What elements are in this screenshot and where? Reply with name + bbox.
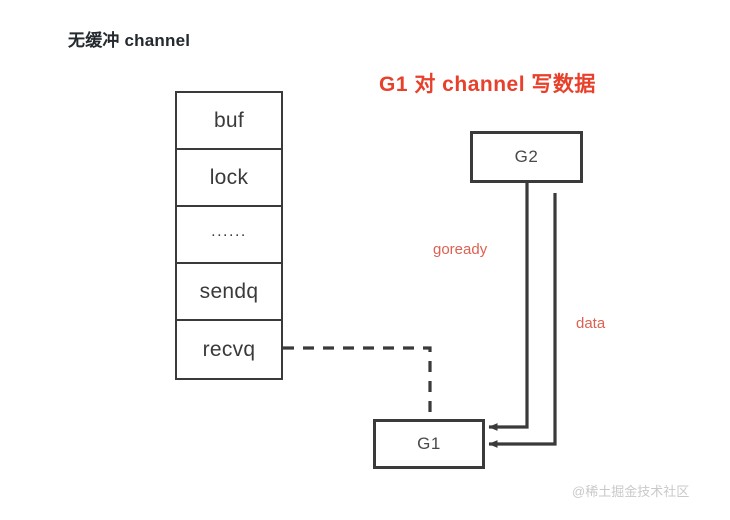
- channel-field-buf: buf: [177, 93, 281, 150]
- section-heading: G1 对 channel 写数据: [379, 73, 596, 96]
- page-title: 无缓冲 channel: [68, 31, 191, 50]
- channel-field-ellipsis-label: ......: [211, 222, 247, 240]
- edge-data: [488, 193, 557, 448]
- channel-field-recvq: recvq: [177, 321, 281, 378]
- channel-field-lock-label: lock: [209, 165, 249, 189]
- channel-struct-box: buf lock ...... sendq recvq: [175, 91, 283, 380]
- channel-field-recvq-label: recvq: [202, 337, 256, 361]
- edge-goready: [488, 183, 529, 431]
- channel-field-sendq: sendq: [177, 264, 281, 321]
- watermark: @稀土掘金技术社区: [572, 484, 690, 499]
- channel-field-buf-label: buf: [213, 108, 245, 132]
- channel-field-lock: lock: [177, 150, 281, 207]
- goroutine-box-g2: G2: [470, 131, 583, 183]
- channel-field-ellipsis: ......: [177, 207, 281, 264]
- goroutine-g2-label: G2: [514, 147, 539, 166]
- edge-label-data: data: [576, 315, 606, 332]
- edge-label-goready: goready: [433, 241, 488, 258]
- channel-field-sendq-label: sendq: [199, 279, 259, 303]
- goroutine-g1-label: G1: [417, 434, 441, 453]
- edge-recvq-to-g1: [283, 346, 432, 419]
- goroutine-box-g1: G1: [373, 419, 485, 469]
